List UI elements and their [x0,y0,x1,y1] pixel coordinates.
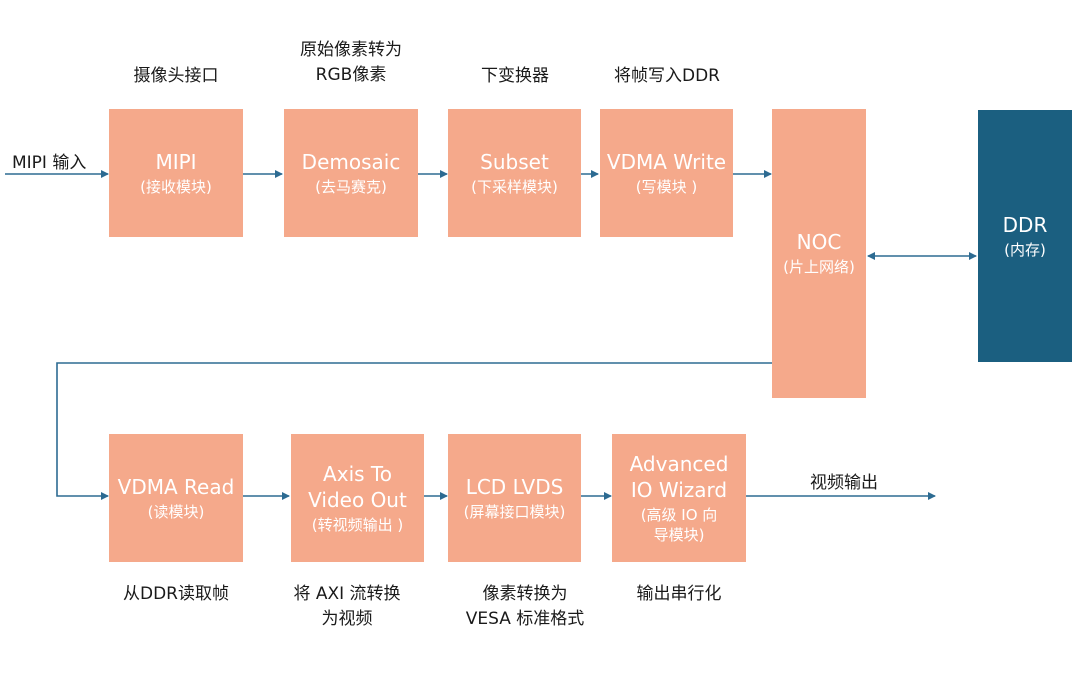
lcd-lvds-title: LCD LVDS [465,474,564,499]
lcd-lvds-caption: 像素转换为 VESA 标准格式 [465,584,585,629]
subset-subtitle: (下采样模块) [471,177,558,196]
subset-block: Subset (下采样模块) [448,109,581,237]
video-output-label: 视频输出 [810,473,878,493]
vdma-read-block: VDMA Read (读模块) [109,434,243,562]
vdma-write-subtitle: (写模块 ) [635,177,698,196]
demosaic-title: Demosaic [301,149,401,174]
axis-to-video-subtitle: (转视频输出 ) [311,515,404,534]
demosaic-block: Demosaic (去马赛克) [284,109,418,237]
mipi-title: MIPI [155,149,197,174]
advanced-io-title: Advanced IO Wizard [629,451,729,502]
advanced-io-block: Advanced IO Wizard (高级 IO 向 导模块) [612,434,746,562]
subset-title: Subset [480,149,549,174]
lcd-lvds-subtitle: (屏幕接口模块) [463,502,566,521]
demosaic-caption: 原始像素转为 RGB像素 [300,40,402,85]
advanced-io-caption: 输出串行化 [636,584,722,604]
ddr-title: DDR [1002,212,1048,237]
vdma-write-block: VDMA Write (写模块 ) [600,109,733,237]
mipi-caption: 摄像头接口 [133,66,219,86]
vdma-write-title: VDMA Write [606,149,727,174]
vdma-write-caption: 将帧写入DDR [614,66,720,86]
noc-block: NOC (片上网络) [772,109,866,398]
ddr-subtitle: (内存) [1004,240,1046,259]
lcd-lvds-block: LCD LVDS (屏幕接口模块) [448,434,581,562]
arrow-noc-to-vdma-read [56,362,772,500]
ddr-block: DDR (内存) [978,110,1072,362]
noc-title: NOC [796,230,842,255]
noc-subtitle: (片上网络) [783,258,855,277]
mipi-input-label: MIPI 输入 [12,153,87,173]
axis-to-video-block: Axis To Video Out (转视频输出 ) [291,434,424,562]
vdma-read-caption: 从DDR读取帧 [123,584,229,604]
demosaic-subtitle: (去马赛克) [315,177,387,196]
vdma-read-subtitle: (读模块) [147,502,205,521]
subset-caption: 下变换器 [481,66,549,86]
axis-to-video-caption: 将 AXI 流转换 为视频 [293,584,401,629]
axis-to-video-title: Axis To Video Out [308,461,407,512]
mipi-subtitle: (接收模块) [140,177,212,196]
mipi-block: MIPI (接收模块) [109,109,243,237]
advanced-io-subtitle: (高级 IO 向 导模块) [640,505,718,544]
vdma-read-title: VDMA Read [117,474,235,499]
